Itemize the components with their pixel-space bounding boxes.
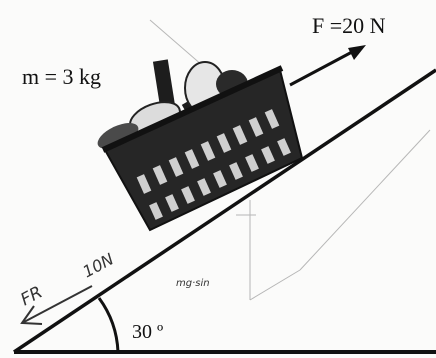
incline-surface [13, 68, 436, 354]
friction-label: FR [17, 282, 45, 310]
basket-grid [136, 109, 291, 220]
friction-value: 10N [79, 249, 116, 281]
angle-arc [97, 297, 120, 353]
shopping-basket [101, 65, 304, 232]
mass-label: m = 3 kg [22, 64, 101, 89]
force-arrow-head [348, 45, 366, 60]
force-arrow [289, 45, 366, 87]
pencil-line [299, 129, 431, 271]
pencil-line [249, 269, 301, 301]
force-label: F =20 N [312, 13, 386, 38]
produce-item [97, 123, 139, 149]
friction-arrow [20, 285, 93, 325]
weight-component-note: mg·sin [176, 278, 210, 289]
basket-rim [101, 65, 284, 153]
angle-label: 30 º [132, 321, 163, 343]
